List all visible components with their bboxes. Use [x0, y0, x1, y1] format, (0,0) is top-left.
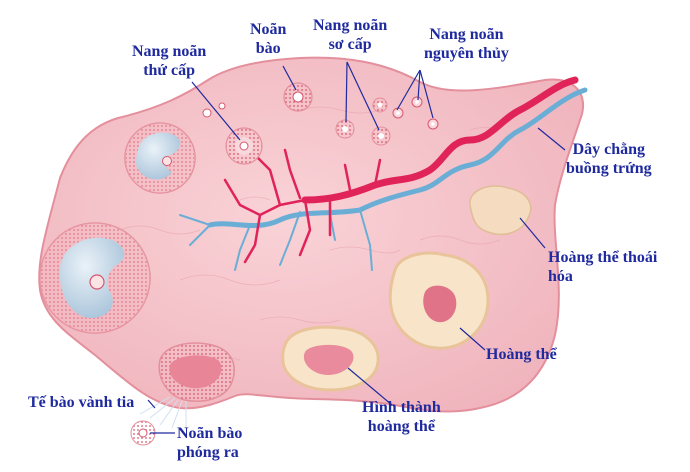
label-oocyte: Noãn bào [250, 21, 287, 57]
degenerating-corpus-luteum [469, 185, 532, 236]
label-released-oocyte: Noãn bào phóng ra [177, 425, 243, 461]
label-primary-follicle: Nang noãn sơ cấp [313, 17, 388, 53]
ovulation-rays [139, 396, 187, 429]
leader-lines [147, 61, 566, 434]
antral-follicle-medium [124, 122, 196, 194]
primordial-follicles [202, 96, 439, 130]
label-corpus-luteum: Hoàng thể [486, 346, 557, 363]
label-corona-radiata: Tế bào vành tia [28, 394, 135, 411]
label-ligament: Dây chằng buồng trứng [566, 141, 652, 177]
secondary-follicle [225, 127, 263, 165]
ruptured-follicle [158, 342, 235, 402]
primary-follicles [335, 97, 391, 146]
oocyte-follicle [283, 82, 313, 112]
label-degenerating-corpus-luteum: Hoàng thể thoái hóa [548, 249, 658, 285]
label-forming-corpus-luteum: Hình thành hoàng thể [362, 399, 441, 435]
corpus-luteum [388, 251, 490, 350]
artery [301, 76, 579, 204]
label-secondary-follicle: Nang noãn thứ cấp [132, 43, 207, 79]
artery-branches [223, 148, 382, 264]
forming-corpus-luteum [281, 325, 380, 392]
vein [207, 87, 588, 229]
vein-branches [179, 209, 373, 271]
antral-follicle-large [39, 222, 151, 334]
label-primordial-follicle: Nang noãn nguyên thủy [424, 26, 509, 62]
